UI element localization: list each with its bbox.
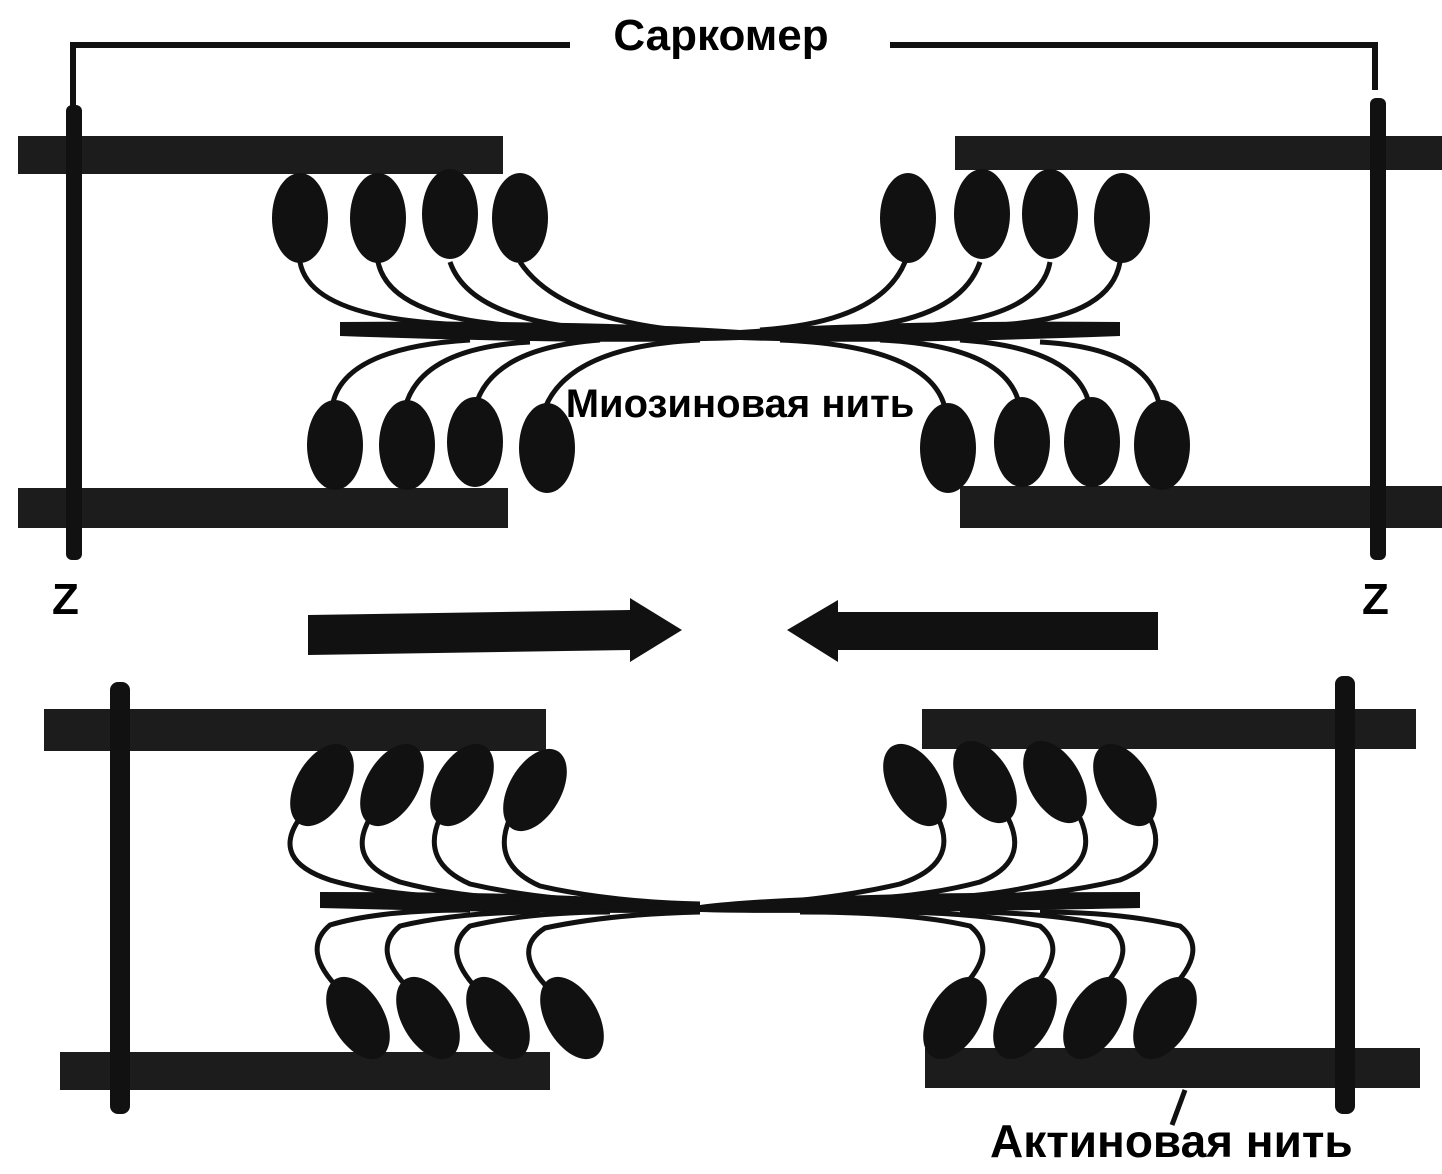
actin-filament-top-right-lower [960, 486, 1442, 528]
z-disc-bottom-left [110, 682, 130, 1114]
contraction-arrows [308, 598, 1158, 662]
actin-filament-top-left-upper [18, 136, 503, 174]
z-disc-top-left [66, 105, 82, 560]
top-panel [18, 98, 1442, 560]
myosin-filament-label: Миозиновая нить [560, 380, 920, 428]
actin-filament-top-right-upper [955, 136, 1442, 170]
arrow-right [308, 598, 682, 662]
z-line-label-right: Z [1362, 578, 1389, 622]
sarcomere-label-text: Саркомер [601, 11, 840, 60]
arrow-left [787, 600, 1158, 662]
z-disc-top-right [1370, 98, 1386, 560]
actin-filament-top-left-lower [18, 488, 508, 528]
z-line-label-left: Z [52, 578, 79, 622]
sarcomere-label: Саркомер [0, 14, 1442, 58]
actin-filament-label: Актиновая нить [990, 1118, 1353, 1164]
actin-filament-bottom-left-lower [60, 1052, 550, 1090]
bottom-panel [44, 676, 1420, 1125]
z-disc-bottom-right [1335, 676, 1355, 1114]
